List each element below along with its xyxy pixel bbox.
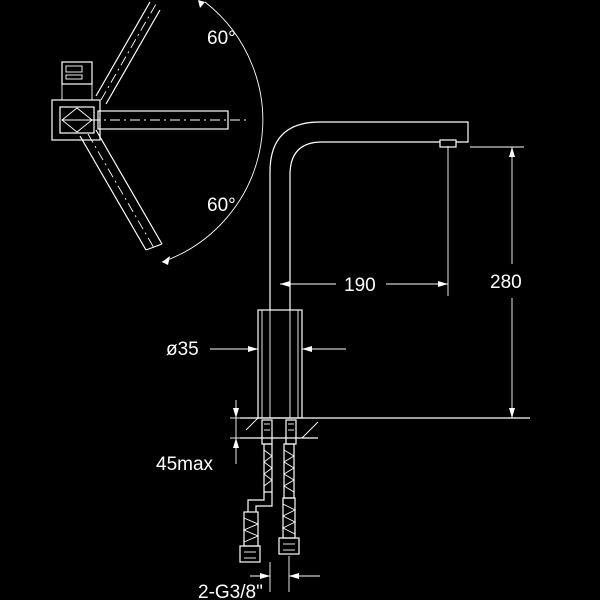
arc-arrow-bottom bbox=[162, 256, 170, 265]
faucet-body bbox=[257, 309, 303, 419]
side-view bbox=[239, 121, 530, 563]
dimension-reach: 190 bbox=[280, 146, 449, 296]
spout-center-position bbox=[70, 110, 250, 130]
angle-label-top: 60° bbox=[207, 28, 236, 49]
angle-label-bottom: 60° bbox=[207, 195, 236, 216]
spout-inner bbox=[289, 141, 440, 310]
dimension-diameter: ø35 bbox=[166, 339, 346, 360]
aerator bbox=[439, 139, 457, 148]
body-plan bbox=[51, 99, 101, 141]
height-label: 280 bbox=[490, 272, 522, 293]
supply-hose-left bbox=[239, 443, 273, 563]
mounting-shank bbox=[261, 419, 297, 445]
dimension-height: 280 bbox=[470, 146, 524, 418]
dimension-connection: 2-G3/8" bbox=[198, 556, 320, 600]
reach-label: 190 bbox=[344, 275, 376, 296]
top-view: 60° 60° bbox=[51, 0, 264, 265]
supply-hose-right bbox=[278, 443, 300, 555]
deck-thickness-label: 45max bbox=[156, 454, 214, 475]
spout-outline bbox=[269, 121, 469, 310]
connection-label: 2-G3/8" bbox=[198, 582, 263, 600]
spout-lower-position bbox=[79, 129, 163, 251]
spout-upper-position bbox=[95, 1, 161, 105]
countertop bbox=[240, 417, 530, 439]
arc-arrow-top bbox=[198, 0, 205, 8]
diameter-label: ø35 bbox=[166, 339, 199, 360]
swivel-arc bbox=[161, 1, 264, 263]
dimension-deck-thickness: 45max bbox=[156, 400, 246, 475]
handle-plan bbox=[61, 61, 93, 100]
